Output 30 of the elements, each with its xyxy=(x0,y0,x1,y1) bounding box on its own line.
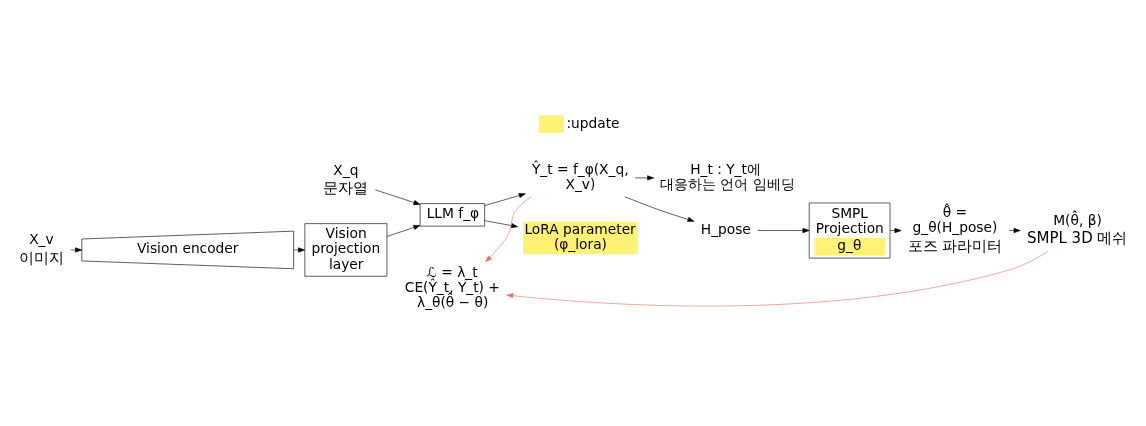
arrow xyxy=(485,196,532,263)
arrow xyxy=(506,251,1049,307)
legend-label: :update xyxy=(566,114,620,131)
node-text: X_q xyxy=(333,161,359,178)
arrow xyxy=(624,196,695,222)
node-box: Vision projection layer xyxy=(304,223,388,277)
node-box: LoRA parameter (φ_lora) xyxy=(523,221,638,255)
arrow xyxy=(386,225,421,237)
node-text: X_v xyxy=(29,231,54,248)
node-label: 이미지 xyxy=(18,248,64,267)
arrow xyxy=(484,220,518,229)
arrow xyxy=(293,247,305,253)
node-label: 포즈 파라미터 xyxy=(907,236,1003,255)
node-text: ℒ = λ_t CE(Ŷ_t, Y_t) + λ_θ(θ̂ − θ) xyxy=(404,263,500,310)
arrow xyxy=(70,247,82,253)
arrow xyxy=(1008,228,1021,234)
node-box: Vision encoder xyxy=(81,230,294,270)
arrow xyxy=(889,228,902,234)
node-text: Ŷ_t = f_φ(X_q, X_v) xyxy=(531,160,629,192)
node-label: SMPL 3D 메쉬 xyxy=(1026,229,1128,248)
node-text: M(θ̂, β) xyxy=(1053,211,1102,228)
node-text: H_pose xyxy=(700,221,751,238)
node-text: H_t : Y_t에 대응하는 언어 임베딩 xyxy=(660,160,795,192)
node-label: 문자열 xyxy=(323,179,369,198)
node-box: LLM f_φ xyxy=(419,203,485,227)
node-text: θ̂ = g_θ(H_pose) xyxy=(912,204,998,236)
arrow xyxy=(484,193,526,206)
arrow xyxy=(634,175,655,181)
arrow xyxy=(374,189,421,205)
arrow xyxy=(757,228,810,234)
